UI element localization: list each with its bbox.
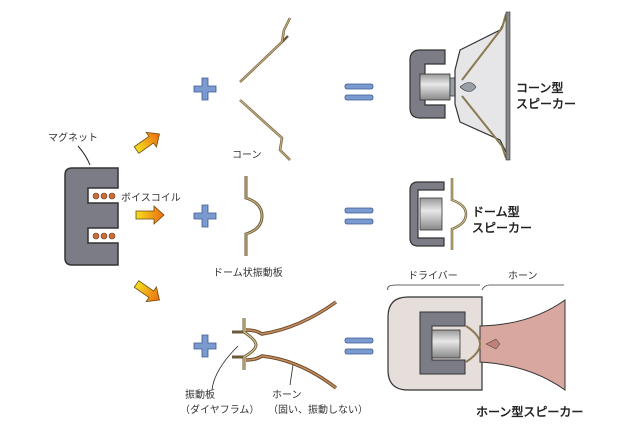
plus-icon xyxy=(193,204,217,228)
cone-speaker-title-1: コーン型 xyxy=(516,80,563,95)
voice-coil-label: ボイスコイル xyxy=(121,192,181,204)
diaphragm-alt-label: （ダイヤフラム） xyxy=(180,403,259,416)
dome-speaker-title-1: ドーム型 xyxy=(472,204,520,219)
horn-speaker-illustration xyxy=(387,284,566,391)
horn-part-label: ホーン xyxy=(508,270,538,282)
driver-label: ドライバー xyxy=(408,270,458,282)
cone-label: コーン xyxy=(232,150,262,161)
dome-diaphragm-icon xyxy=(244,176,264,256)
arrow-right-icon xyxy=(135,205,165,225)
cone-speaker-illustration xyxy=(409,11,511,161)
horn-speaker-title: ホーン型スピーカー xyxy=(476,404,583,419)
plus-icon xyxy=(193,334,217,358)
equals-icon xyxy=(344,337,374,355)
magnet-icon xyxy=(64,167,119,266)
dome-speaker-title-2: スピーカー xyxy=(472,221,532,235)
horn-note-label: （固い、振動しない） xyxy=(268,403,368,416)
equals-icon xyxy=(344,83,374,101)
equals-icon xyxy=(344,207,374,225)
pointer-arrow-icon xyxy=(77,145,91,166)
diaphragm-label: 振動板 xyxy=(185,388,215,401)
arrow-up-right-icon xyxy=(133,131,160,154)
horn-label: ホーン xyxy=(272,389,302,401)
horn-with-diaphragm-icon xyxy=(211,300,338,391)
cone-speaker-title-2: スピーカー xyxy=(516,97,576,111)
plus-icon xyxy=(193,77,217,101)
arrow-down-right-icon xyxy=(133,280,160,303)
dome-speaker-illustration xyxy=(409,178,468,250)
dome-diaphragm-label: ドーム状振動板 xyxy=(213,266,283,279)
magnet-label: マグネット xyxy=(48,131,98,144)
